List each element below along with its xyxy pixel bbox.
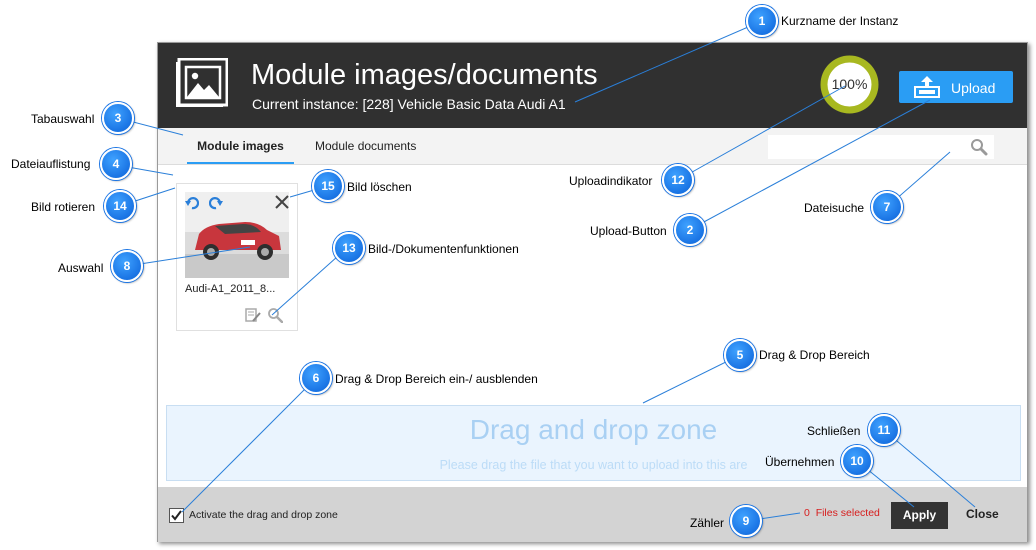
- progress-value: 100%: [831, 76, 868, 92]
- upload-icon: [914, 76, 940, 98]
- callout-badge-2: 2: [674, 214, 706, 246]
- callout-badge-4: 4: [100, 148, 132, 180]
- callout-badge-13: 13: [333, 232, 365, 264]
- zoom-icon[interactable]: [267, 307, 283, 323]
- callout-label-9: Zähler: [690, 516, 725, 530]
- callout-badge-6: 6: [300, 362, 332, 394]
- callout-badge-15: 15: [312, 170, 344, 202]
- dropzone-title: Drag and drop zone: [469, 414, 718, 445]
- callout-label-4: Dateiauflistung: [11, 157, 91, 171]
- callout-label-6: Drag & Drop Bereich ein-/ ausblenden: [335, 372, 538, 386]
- close-button[interactable]: Close: [966, 507, 999, 521]
- rotate-right-icon[interactable]: [209, 196, 223, 210]
- upload-button-label: Upload: [951, 80, 996, 96]
- dialog-title: Module images/documents: [251, 59, 598, 91]
- checkmark-icon: [171, 510, 182, 521]
- callout-badge-10: 10: [841, 445, 873, 477]
- dialog-footer: Activate the drag and drop zone 0 Files …: [158, 487, 1027, 542]
- file-search[interactable]: [768, 135, 994, 159]
- callout-badge-3: 3: [102, 102, 134, 134]
- tab-module-images[interactable]: Module images: [187, 128, 294, 164]
- callout-badge-12: 12: [662, 164, 694, 196]
- dropzone-checkbox-label[interactable]: Activate the drag and drop zone: [189, 509, 338, 521]
- callout-label-5: Drag & Drop Bereich: [759, 348, 870, 362]
- dropzone-hint: Please drag the file that you want to up…: [439, 458, 748, 472]
- upload-progress-indicator: 100%: [820, 55, 879, 114]
- callout-label-1: Kurzname der Instanz: [781, 14, 899, 28]
- delete-icon[interactable]: [274, 194, 290, 210]
- callout-label-15: Bild löschen: [347, 180, 412, 194]
- callout-badge-7: 7: [871, 191, 903, 223]
- edit-icon[interactable]: [245, 307, 261, 323]
- upload-button[interactable]: Upload: [899, 71, 1013, 103]
- files-selected-counter: 0 Files selected: [804, 507, 880, 519]
- files-count: 0: [804, 507, 810, 519]
- callout-label-12: Uploadindikator: [569, 174, 653, 188]
- file-card[interactable]: Audi-A1_2011_8...: [176, 183, 298, 331]
- callout-badge-1: 1: [746, 5, 778, 37]
- instance-name: Current instance: [228] Vehicle Basic Da…: [252, 96, 566, 112]
- callout-label-2: Upload-Button: [590, 224, 667, 238]
- callout-label-7: Dateisuche: [804, 201, 865, 215]
- files-label: Files selected: [815, 507, 880, 519]
- callout-badge-11: 11: [868, 414, 900, 446]
- callout-label-13: Bild-/Dokumentenfunktionen: [368, 242, 519, 256]
- callout-label-10: Übernehmen: [765, 455, 835, 469]
- tab-module-documents[interactable]: Module documents: [315, 139, 417, 153]
- callout-badge-5: 5: [724, 339, 756, 371]
- callout-badge-9: 9: [730, 505, 762, 537]
- callout-label-8: Auswahl: [58, 261, 104, 275]
- search-input[interactable]: [768, 135, 962, 159]
- callout-label-14: Bild rotieren: [31, 200, 96, 214]
- callout-label-3: Tabauswahl: [31, 112, 95, 126]
- search-icon[interactable]: [970, 138, 988, 156]
- file-name: Audi-A1_2011_8...: [185, 283, 276, 295]
- apply-button[interactable]: Apply: [891, 502, 948, 529]
- rotate-left-icon[interactable]: [185, 196, 199, 210]
- callout-badge-8: 8: [111, 250, 143, 282]
- module-images-dialog: Module images/documents Current instance…: [157, 42, 1028, 542]
- callout-label-11: Schließen: [807, 424, 861, 438]
- dropzone-checkbox[interactable]: [169, 508, 184, 523]
- image-icon: [176, 58, 228, 107]
- callout-badge-14: 14: [104, 190, 136, 222]
- dialog-header: Module images/documents Current instance…: [158, 43, 1027, 128]
